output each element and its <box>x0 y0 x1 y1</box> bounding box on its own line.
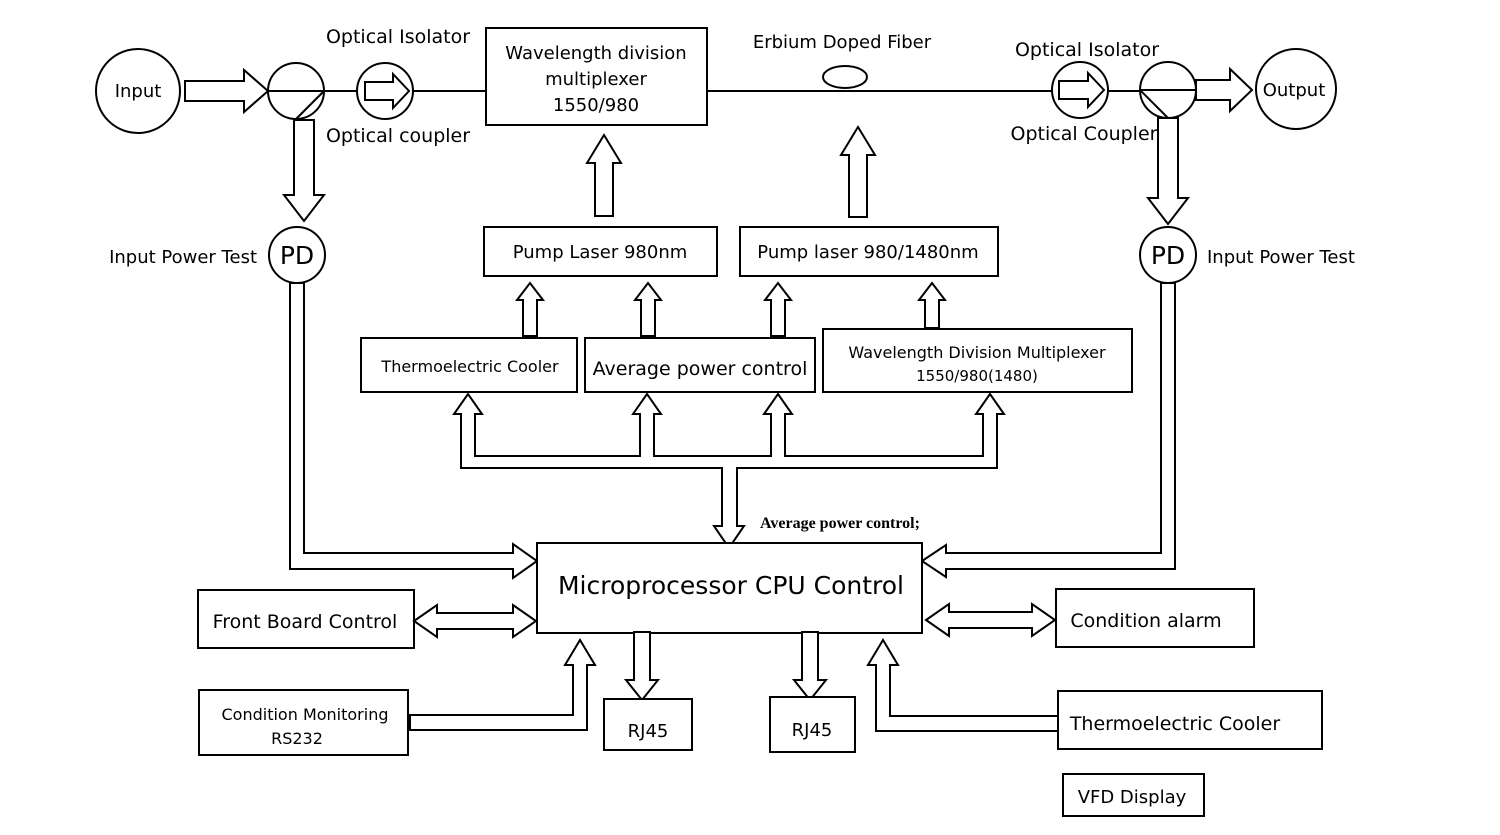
input-node: Input <box>95 48 181 134</box>
input-power-test-left-label: Input Power Test <box>109 247 257 268</box>
coupler-right-symbol <box>1139 61 1197 119</box>
rj45-left-label: RJ45 <box>628 721 669 742</box>
pump-980-label: Pump Laser 980nm <box>513 242 688 263</box>
cpu-condition-alarm-double-arrow <box>924 602 1057 638</box>
avg-power-note: Average power control; <box>760 515 920 532</box>
coupler-left-label: Optical coupler <box>326 125 470 147</box>
pd-right-to-cpu-arrow <box>920 282 1176 579</box>
pd-left: PD <box>268 226 326 284</box>
front-board-label: Front Board Control <box>213 611 398 633</box>
tec-bottom-to-cpu-arrow <box>866 638 1059 732</box>
tec-bottom-box: Thermoelectric Cooler <box>1057 690 1323 750</box>
cpu-to-control-manifold <box>452 392 1006 550</box>
rj45-left-box: RJ45 <box>603 698 693 751</box>
pd-left-label: PD <box>280 241 314 270</box>
input-to-coupler-arrow <box>184 67 270 115</box>
output-label: Output <box>1263 80 1326 101</box>
wdm-bottom-box: Wavelength Division Multiplexer 1550/980… <box>822 328 1133 393</box>
pump-980-1480-box: Pump laser 980/1480nm <box>739 226 999 277</box>
coupler-to-output-arrow <box>1195 66 1254 114</box>
vfd-display-box: VFD Display <box>1062 773 1205 817</box>
wdm-to-pump1480-arrow <box>916 281 948 329</box>
wdm-top-line3: 1550/980 <box>553 95 639 116</box>
coupler-right-to-pd-arrow <box>1145 117 1191 226</box>
pump980-to-wdm-arrow <box>585 133 623 217</box>
avg-power-label: Average power control <box>593 358 808 380</box>
front-board-box: Front Board Control <box>197 589 415 649</box>
isolator-left-symbol <box>356 62 414 120</box>
wdm-bottom-line1: Wavelength Division Multiplexer <box>848 343 1106 362</box>
tec-bottom-label: Thermoelectric Cooler <box>1069 713 1281 735</box>
erbium-fiber-symbol <box>822 65 868 89</box>
apc-to-pump980-arrow <box>632 281 664 337</box>
wdm-top-box: Wavelength division multiplexer 1550/980 <box>485 27 708 126</box>
input-power-test-right-label: Input Power Test <box>1207 247 1355 268</box>
pd-right-label: PD <box>1151 241 1185 270</box>
vfd-display-label: VFD Display <box>1078 787 1187 808</box>
pd-right: PD <box>1139 226 1197 284</box>
pump-980-1480-label: Pump laser 980/1480nm <box>757 242 978 263</box>
wdm-top-line2: multiplexer <box>545 69 647 90</box>
output-node: Output <box>1255 48 1337 130</box>
cpu-box: Microprocessor CPU Control <box>536 542 923 634</box>
pd-left-to-cpu-arrow <box>289 282 539 580</box>
cpu-to-rj45-left-arrow <box>623 631 661 702</box>
condition-monitoring-to-cpu-arrow <box>409 638 597 731</box>
cpu-to-rj45-right-arrow <box>791 631 829 702</box>
condition-alarm-label: Condition alarm <box>1070 610 1221 632</box>
rj45-right-box: RJ45 <box>769 696 856 753</box>
condition-monitoring-box: Condition Monitoring RS232 <box>198 689 409 756</box>
isolator-left-label: Optical Isolator <box>326 26 470 48</box>
isolator-right-label: Optical Isolator <box>1015 39 1159 61</box>
rj45-right-label: RJ45 <box>792 720 833 741</box>
coupler-left-to-pd-arrow <box>281 119 327 223</box>
front-board-cpu-double-arrow <box>412 603 538 639</box>
condition-monitoring-line2: RS232 <box>271 729 323 748</box>
condition-monitoring-line1: Condition Monitoring <box>222 705 389 724</box>
pump1480-to-fiber-arrow <box>839 125 877 218</box>
coupler-left-symbol <box>267 62 325 120</box>
cpu-label: Microprocessor CPU Control <box>558 571 904 600</box>
tec-top-label: Thermoelectric Cooler <box>380 357 559 376</box>
avg-power-box: Average power control <box>584 337 816 393</box>
erbium-fiber-label: Erbium Doped Fiber <box>753 32 932 53</box>
condition-alarm-box: Condition alarm <box>1055 588 1255 648</box>
coupler-right-label: Optical Coupler <box>1011 123 1158 145</box>
wdm-bottom-line2: 1550/980(1480) <box>916 367 1038 385</box>
isolator-right-symbol <box>1051 61 1109 119</box>
input-label: Input <box>115 81 162 102</box>
tec-to-pump980-arrow <box>514 281 546 337</box>
tec-top-box: Thermoelectric Cooler <box>360 337 578 393</box>
pump-980-box: Pump Laser 980nm <box>483 226 718 277</box>
wdm-top-line1: Wavelength division <box>505 43 686 64</box>
apc-to-pump1480-arrow <box>762 281 794 337</box>
